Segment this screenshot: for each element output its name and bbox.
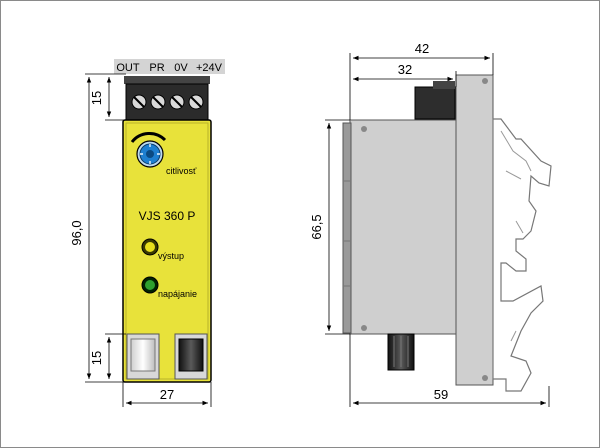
front-width-value: 27 (160, 387, 174, 402)
terminal-label-out: OUT (116, 62, 140, 74)
front-view: OUT PR 0V +24V (69, 59, 225, 407)
output-led (141, 238, 159, 256)
sensitivity-knob[interactable] (130, 132, 167, 168)
terminal-label-strip: OUT PR 0V +24V (114, 59, 225, 74)
model-name: VJS 360 P (139, 209, 196, 223)
sensitivity-label: citlivosť (166, 166, 197, 176)
terminal-label-24v: +24V (196, 62, 223, 74)
front-housing (122, 119, 212, 383)
terminal-screw-1 (131, 94, 147, 110)
terminal-label-0v: 0V (174, 62, 188, 74)
side-depth-value: 59 (434, 387, 448, 402)
side-body-width-dimension: 32 (353, 62, 457, 87)
side-housing (349, 119, 457, 335)
terminal-screw-3 (169, 94, 185, 110)
front-bottom-value: 15 (89, 351, 104, 365)
power-led-label: napájanie (158, 289, 197, 299)
side-body-width-value: 32 (398, 62, 412, 77)
side-depth-dimension: 59 (349, 334, 550, 407)
knob-gear-icon (140, 144, 160, 164)
terminal-screw-2 (150, 94, 166, 110)
front-bottom-dimension: 15 (89, 333, 126, 379)
front-height-value: 96,0 (69, 220, 84, 245)
cable-gland-dark (174, 333, 208, 380)
side-bottom-knob (387, 333, 415, 371)
din-rail-clip (492, 118, 552, 392)
side-height-value: 66,5 (309, 214, 324, 239)
side-total-width-dimension: 42 (349, 41, 494, 120)
front-top-value: 15 (89, 91, 104, 105)
power-led (141, 276, 159, 294)
front-top-dimension: 15 (89, 77, 126, 121)
front-width-dimension: 27 (122, 382, 212, 407)
side-total-width-value: 42 (415, 41, 429, 56)
terminal-screw-4 (188, 94, 204, 110)
cable-gland-light (126, 333, 160, 380)
output-led-label: výstup (158, 251, 184, 261)
side-height-dimension: 66,5 (309, 119, 350, 335)
terminal-block (124, 76, 210, 121)
side-terminal-block (414, 86, 456, 120)
front-height-dimension: 96,0 (69, 73, 126, 383)
side-rear-section (455, 74, 494, 386)
side-view: 42 32 66,5 59 (309, 41, 552, 407)
terminal-label-pr: PR (149, 62, 164, 74)
